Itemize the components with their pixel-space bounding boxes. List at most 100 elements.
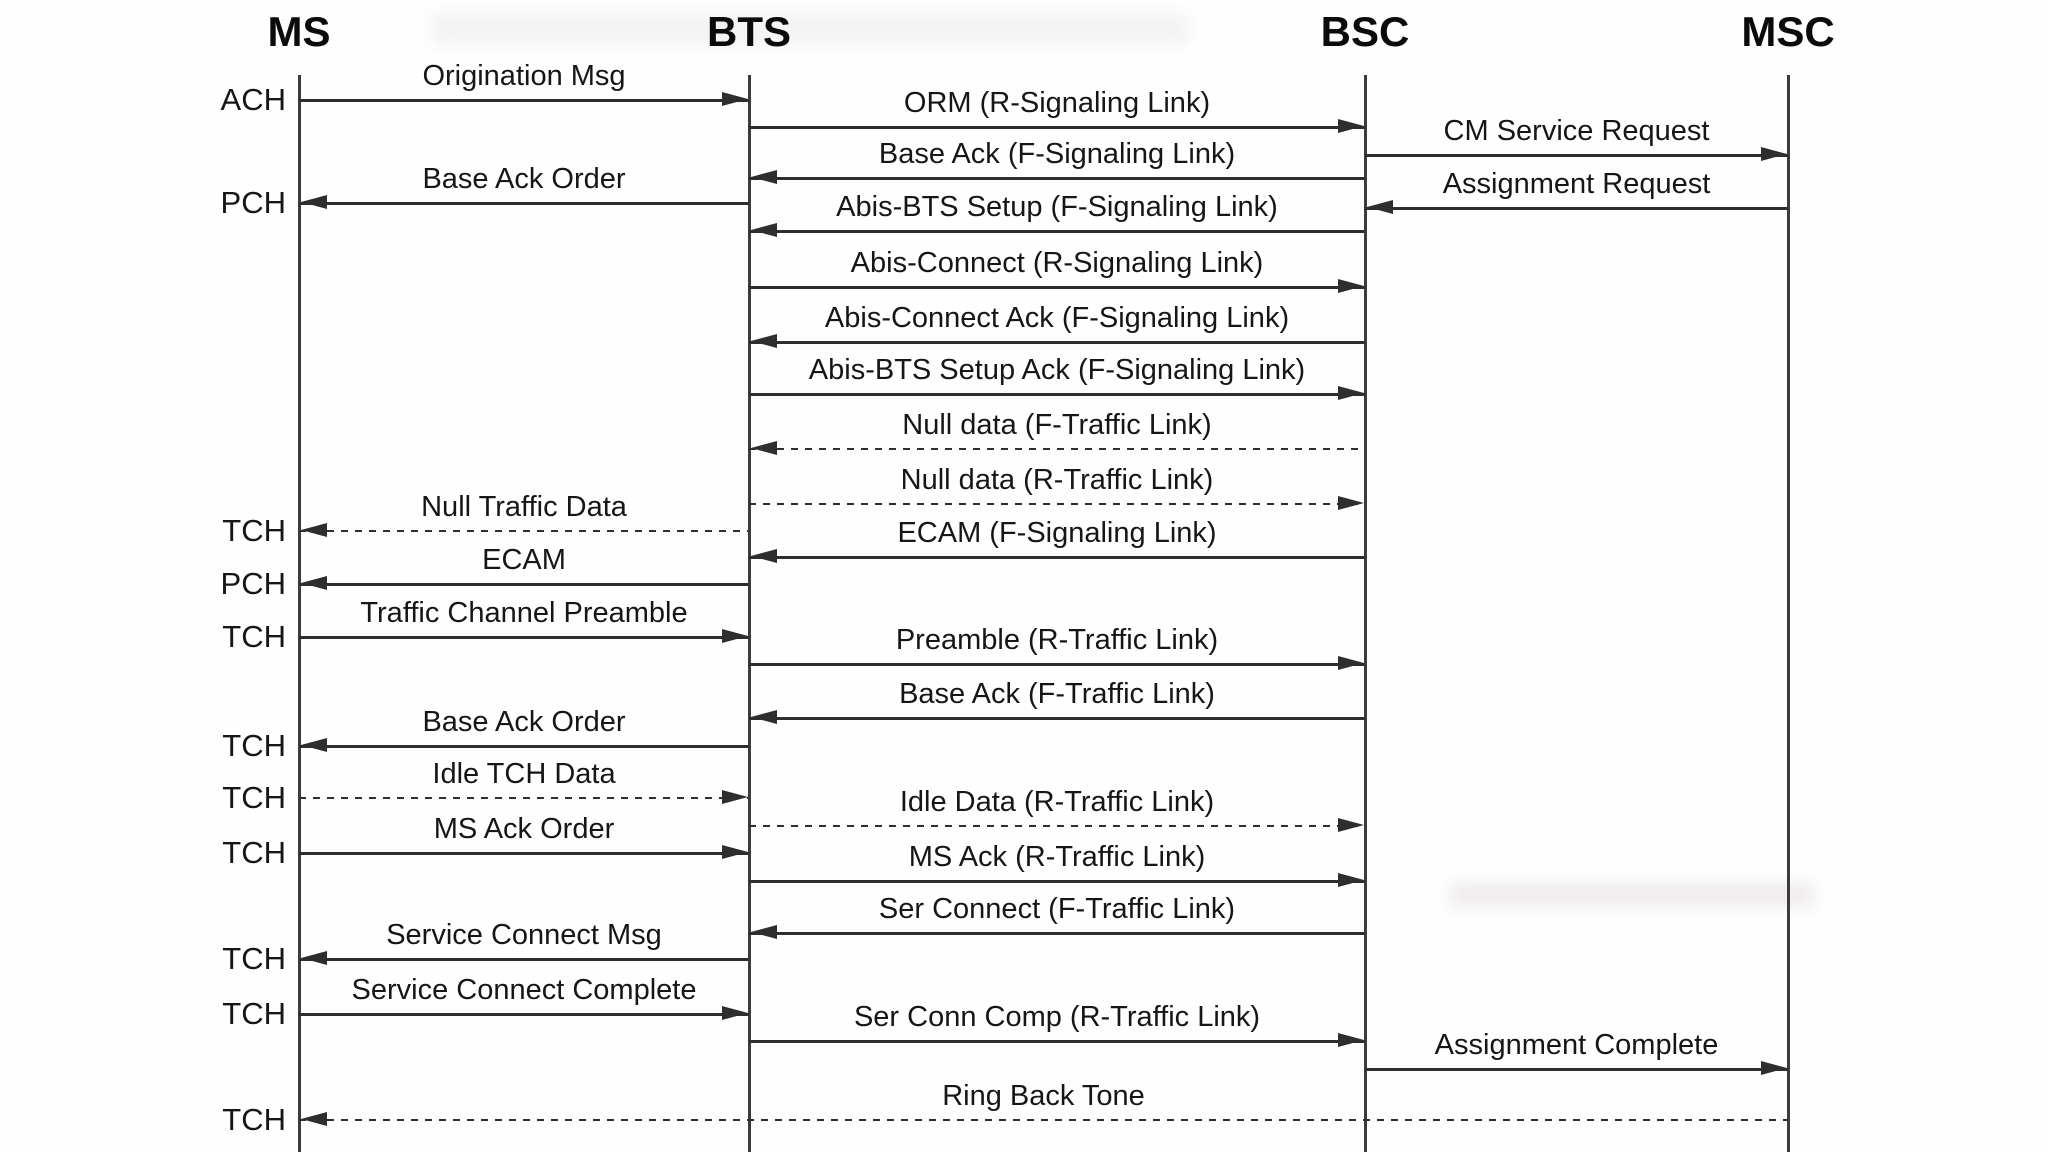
actor-title-bsc: BSC — [1320, 8, 1410, 55]
arrowhead-right-icon — [1338, 873, 1364, 887]
message-label: Traffic Channel Preamble — [360, 597, 688, 629]
message-label: Abis-BTS Setup (F-Signaling Link) — [836, 191, 1278, 223]
message-line — [749, 1039, 1365, 1043]
arrowhead-left-icon — [1367, 200, 1393, 214]
message-line — [749, 392, 1365, 396]
message-label: Abis-BTS Setup Ack (F-Signaling Link) — [808, 354, 1306, 386]
message-label: ECAM (F-Signaling Link) — [897, 517, 1217, 549]
message-line — [749, 340, 1365, 344]
message-line — [749, 447, 1365, 450]
message-line — [299, 201, 749, 205]
channel-label: ACH — [220, 82, 286, 117]
arrowhead-left-icon — [751, 441, 777, 455]
arrowhead-left-icon — [751, 549, 777, 563]
message-label: MS Ack (R-Traffic Link) — [908, 841, 1206, 873]
lifeline-bts — [747, 75, 751, 1152]
arrowhead-right-icon — [1338, 386, 1364, 400]
message-line — [1365, 206, 1788, 210]
arrowhead-left-icon — [751, 710, 777, 724]
channel-label: PCH — [220, 185, 286, 220]
message-label: Base Ack (F-Signaling Link) — [878, 138, 1236, 170]
watermark-smudge — [430, 12, 1190, 46]
message-line — [299, 1012, 749, 1016]
message-line — [749, 555, 1365, 559]
actor-title-bts: BTS — [707, 8, 791, 55]
message-line — [299, 582, 749, 586]
arrowhead-left-icon — [301, 951, 327, 965]
message-label: MS Ack Order — [433, 813, 615, 845]
lifeline-msc — [1786, 75, 1790, 1152]
channel-label: TCH — [222, 728, 286, 763]
message-label: CM Service Request — [1443, 115, 1710, 147]
message-line — [299, 1118, 1788, 1121]
message-label: Ring Back Tone — [942, 1080, 1145, 1112]
message-line — [749, 716, 1365, 720]
message-label: Base Ack (F-Traffic Link) — [899, 678, 1215, 710]
message-line — [749, 662, 1365, 666]
message-line — [299, 851, 749, 855]
message-line — [749, 931, 1365, 935]
arrowhead-right-icon — [1761, 1061, 1787, 1075]
message-line — [749, 824, 1365, 827]
arrowhead-left-icon — [751, 334, 777, 348]
message-line — [299, 744, 749, 748]
message-label: Abis-Connect (R-Signaling Link) — [850, 247, 1264, 279]
channel-label: TCH — [222, 513, 286, 548]
arrowhead-left-icon — [751, 925, 777, 939]
message-label: ECAM — [482, 544, 566, 576]
message-line — [749, 176, 1365, 180]
channel-label: TCH — [222, 941, 286, 976]
lifeline-bsc — [1363, 75, 1367, 1152]
message-label: Ser Connect (F-Traffic Link) — [878, 893, 1236, 925]
message-line — [1365, 153, 1788, 157]
arrowhead-left-icon — [301, 195, 327, 209]
message-line — [749, 125, 1365, 129]
message-line — [299, 957, 749, 961]
channel-label: PCH — [220, 566, 286, 601]
arrowhead-right-icon — [722, 845, 748, 859]
arrowhead-right-icon — [1338, 1033, 1364, 1047]
actor-title-msc: MSC — [1741, 8, 1835, 55]
arrowhead-left-icon — [751, 170, 777, 184]
message-label: Assignment Complete — [1434, 1029, 1719, 1061]
arrowhead-left-icon — [301, 576, 327, 590]
arrowhead-left-icon — [301, 523, 327, 537]
arrowhead-right-icon — [722, 790, 748, 804]
arrowhead-right-icon — [1338, 279, 1364, 293]
arrowhead-right-icon — [1338, 818, 1364, 832]
message-label: Abis-Connect Ack (F-Signaling Link) — [824, 302, 1290, 334]
lifeline-ms — [297, 75, 301, 1152]
message-label: Null Traffic Data — [421, 491, 627, 523]
channel-label: TCH — [222, 780, 286, 815]
message-label: Idle Data (R-Traffic Link) — [899, 786, 1215, 818]
message-line — [749, 879, 1365, 883]
arrowhead-right-icon — [1338, 119, 1364, 133]
message-label: Ser Conn Comp (R-Traffic Link) — [853, 1001, 1261, 1033]
message-line — [749, 229, 1365, 233]
arrowhead-right-icon — [1761, 147, 1787, 161]
message-label: Base Ack Order — [422, 163, 626, 195]
message-label: Null data (F-Traffic Link) — [902, 409, 1212, 441]
actor-title-ms: MS — [267, 8, 331, 55]
message-line — [299, 529, 749, 532]
channel-label: TCH — [222, 835, 286, 870]
arrowhead-right-icon — [722, 92, 748, 106]
arrowhead-right-icon — [1338, 496, 1364, 510]
arrowhead-left-icon — [301, 1112, 327, 1126]
watermark-smudge — [1448, 882, 1816, 908]
arrowhead-right-icon — [1338, 656, 1364, 670]
channel-label: TCH — [222, 619, 286, 654]
arrowhead-right-icon — [722, 1006, 748, 1020]
message-label: Preamble (R-Traffic Link) — [895, 624, 1219, 656]
message-label: Service Connect Msg — [386, 919, 662, 951]
message-line — [749, 502, 1365, 505]
message-line — [299, 796, 749, 799]
message-label: Idle TCH Data — [432, 758, 616, 790]
message-label: Service Connect Complete — [351, 974, 697, 1006]
message-label: ORM (R-Signaling Link) — [903, 87, 1211, 119]
arrowhead-right-icon — [722, 629, 748, 643]
message-line — [1365, 1067, 1788, 1071]
message-line — [749, 285, 1365, 289]
message-line — [299, 635, 749, 639]
